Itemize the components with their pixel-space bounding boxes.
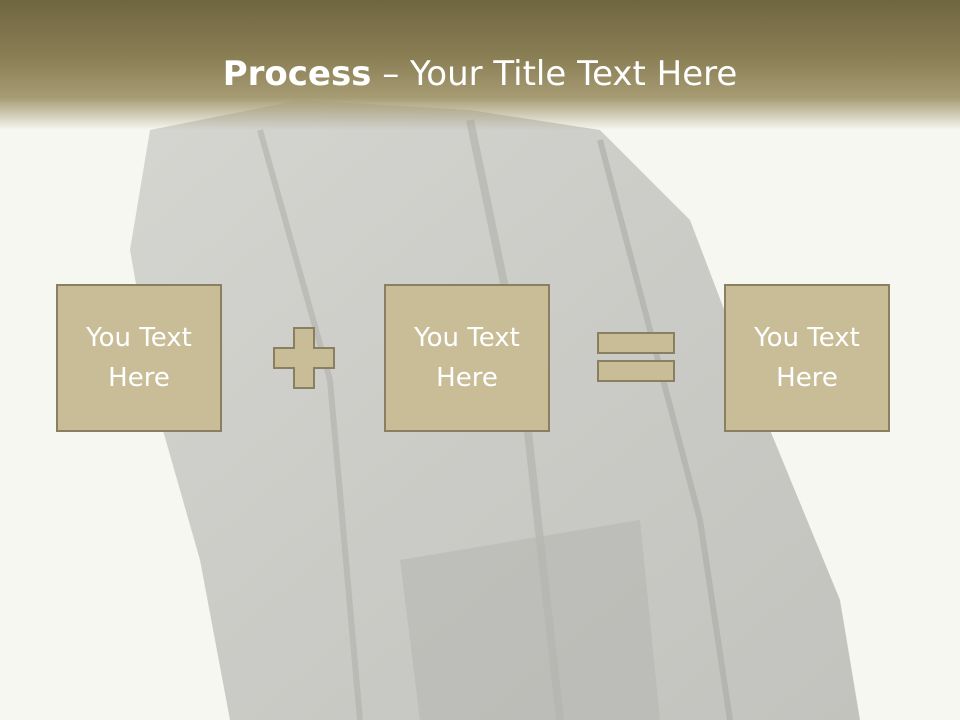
title-rest: – Your Title Text Here [371,54,738,94]
page-title: Process – Your Title Text Here [0,52,960,96]
plus-icon [273,327,335,389]
title-bar [0,0,960,130]
title-bold: Process [222,54,372,94]
equals-icon [597,332,675,382]
